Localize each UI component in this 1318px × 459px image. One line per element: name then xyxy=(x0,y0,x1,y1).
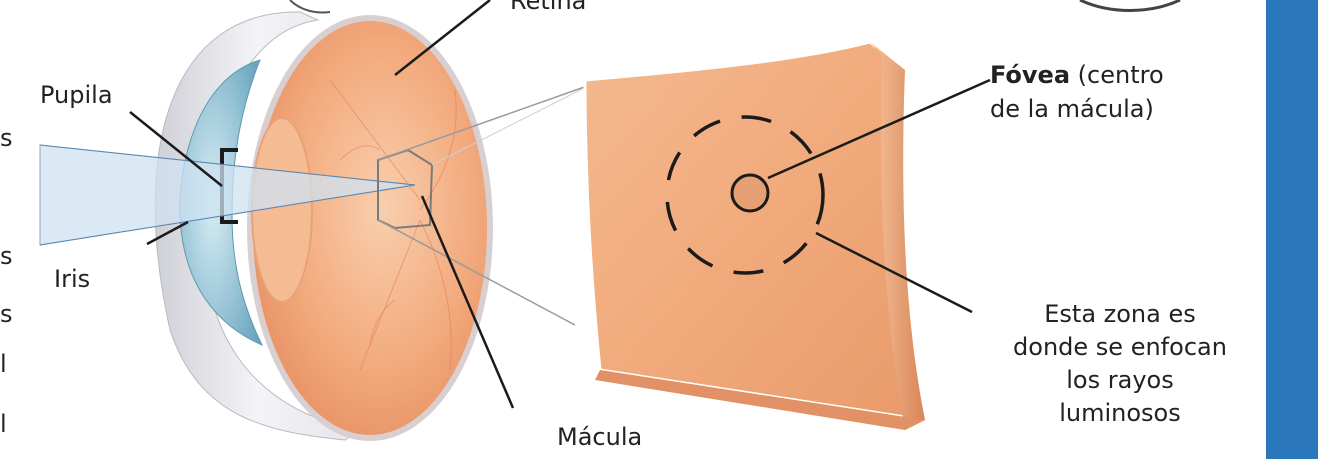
label-fovea: Fóvea (centro de la mácula) xyxy=(990,58,1164,126)
zoomed-retina-patch xyxy=(585,42,925,420)
edge-glyph-4: l xyxy=(0,350,7,378)
top-circle-right xyxy=(1080,0,1180,11)
label-iris: Iris xyxy=(54,262,90,296)
edge-glyph-5: l xyxy=(0,410,7,438)
zona-line-3: los rayos xyxy=(990,364,1250,397)
label-pupila: Pupila xyxy=(40,78,113,112)
label-retina: Retina xyxy=(510,0,586,18)
zona-line-2: donde se enfocan xyxy=(990,331,1250,364)
fovea-term: Fóvea xyxy=(990,61,1070,89)
fovea-desc-1: (centro xyxy=(1070,61,1164,89)
edge-glyph-2: s xyxy=(0,242,13,270)
top-circle-left xyxy=(290,0,330,13)
zona-line-1: Esta zona es xyxy=(990,298,1250,331)
zona-line-4: luminosos xyxy=(990,397,1250,430)
fovea-circle xyxy=(732,175,768,211)
side-bar xyxy=(1266,0,1318,459)
label-focus-zone: Esta zona es donde se enfocan los rayos … xyxy=(990,298,1250,430)
label-macula: Mácula xyxy=(557,420,642,454)
edge-glyph-3: s xyxy=(0,300,13,328)
edge-glyph-1: s xyxy=(0,124,13,152)
fovea-desc-2: de la mácula) xyxy=(990,92,1164,126)
